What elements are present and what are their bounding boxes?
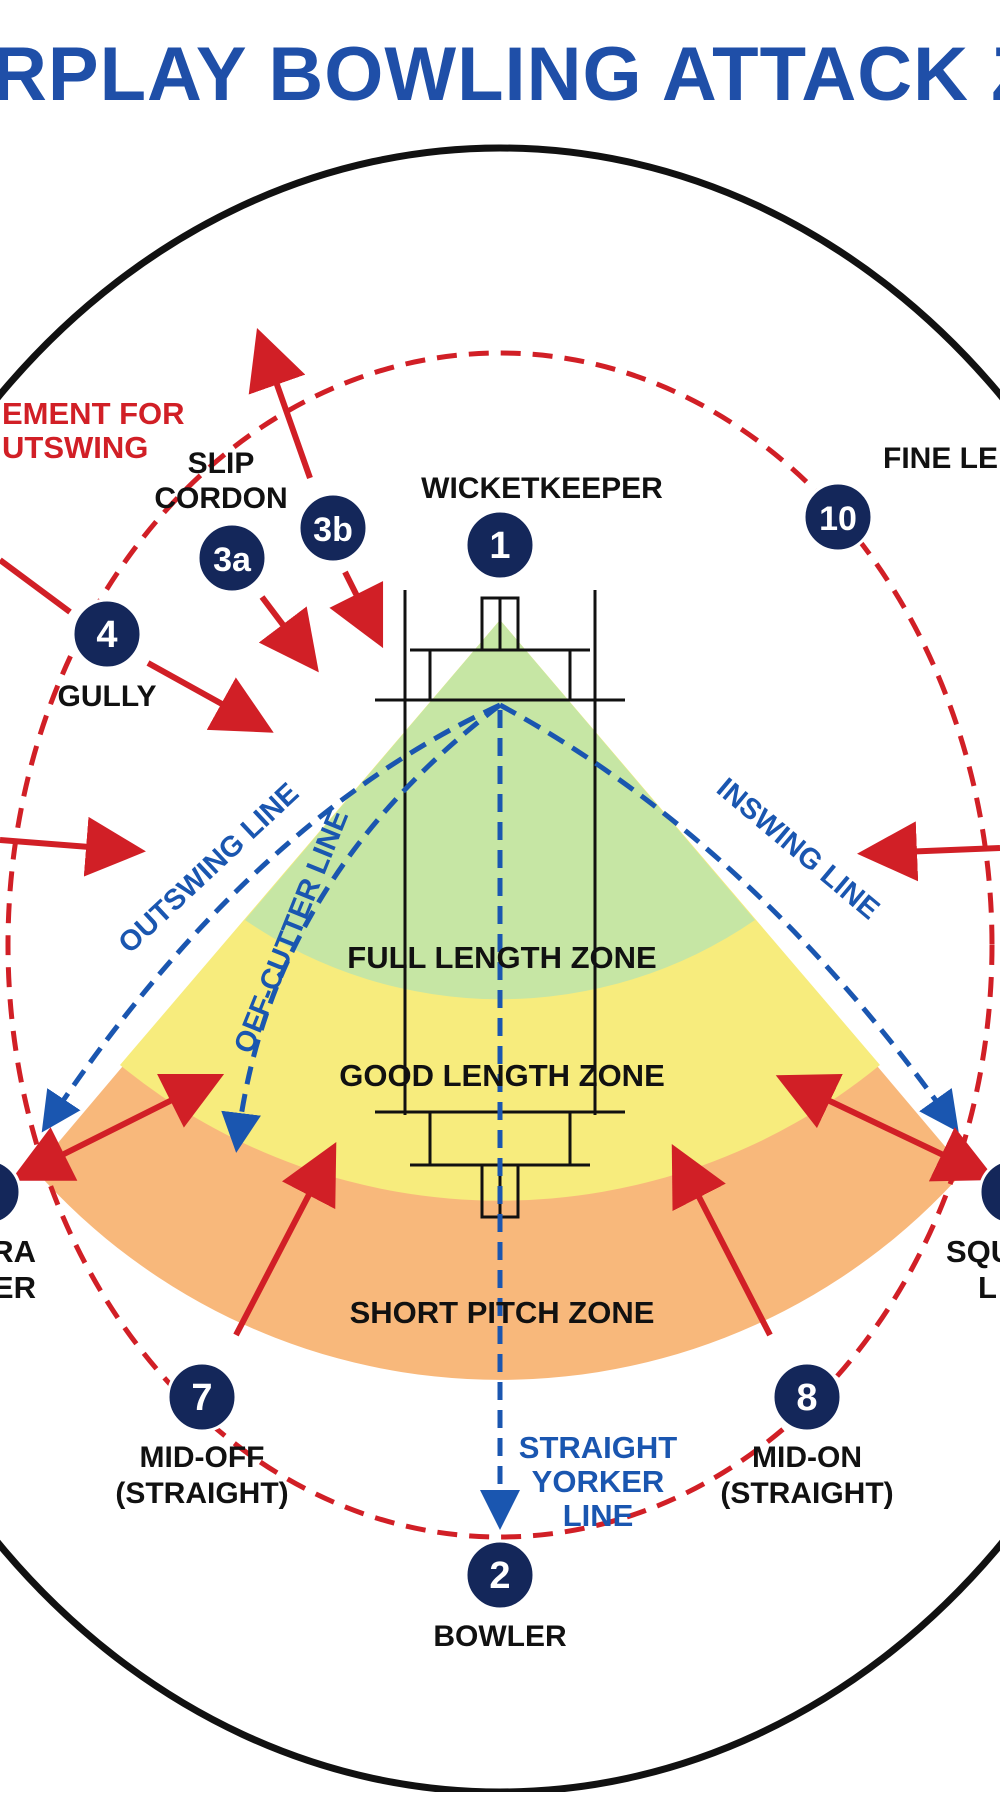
fielder-label-2-line-1: BOWLER: [433, 1620, 567, 1653]
short-pitch-zone-label: SHORT PITCH ZONE: [350, 1295, 655, 1330]
fielder-3b: 3b: [297, 492, 369, 564]
fielder-circle-4: [71, 598, 143, 670]
fielder-circle-3a: [196, 522, 268, 594]
thirty-yard-circle: [5, 350, 995, 1540]
fielder-number-3b: 3b: [313, 511, 353, 549]
movement-note-line-1: EMENT FOR: [2, 396, 185, 431]
fielder-3a: 3a: [196, 522, 268, 594]
bowling-lines: [41, 702, 959, 1530]
movement-note: EMENT FOR UTSWING: [2, 396, 185, 465]
fielder-1: 1 WICKETKEEPER: [421, 472, 663, 581]
fielder-circle-2: [464, 1539, 536, 1611]
straight-yorker-line-label: STRAIGHT YORKER LINE: [519, 1430, 678, 1533]
full-length-zone-label: FULL LENGTH ZONE: [347, 940, 656, 975]
fielder-circle-10: [802, 481, 874, 553]
left-edge-label: RA ER: [0, 1234, 36, 1305]
right-edge-label-line-1: SQU: [946, 1234, 1000, 1269]
fielder-label-8-line-1: MID-ON: [752, 1441, 862, 1474]
page-title: RPLAY BOWLING ATTACK Z: [0, 32, 1000, 117]
slip-label-line-2: CORDON: [154, 482, 287, 515]
fielder-circle-7: [166, 1361, 238, 1433]
fielder-label-10-line-1: FINE LE: [883, 442, 998, 475]
fielder-label-7-line-2: (STRAIGHT): [115, 1477, 288, 1510]
fielder-number-2: 2: [489, 1555, 510, 1597]
fielder-10: 10 FINE LE: [802, 442, 998, 553]
inswing-line: [498, 702, 959, 1133]
fielder-label-7-line-1: MID-OFF: [140, 1441, 265, 1474]
yorker-label-line-1: STRAIGHT: [519, 1430, 678, 1465]
outswing-line: [41, 702, 502, 1133]
right-edge-fielder-circle: [978, 1160, 1000, 1224]
fielder-number-1: 1: [489, 525, 510, 567]
fielder-label-1-line-1: WICKETKEEPER: [421, 472, 663, 505]
slip-label-line-1: SLIP: [188, 447, 255, 480]
fielder-number-7: 7: [191, 1377, 212, 1419]
fielder-label-8-line-2: (STRAIGHT): [720, 1477, 893, 1510]
fielder-number-4: 4: [96, 614, 117, 656]
yorker-label-line-3: LINE: [563, 1498, 634, 1533]
right-edge-label: SQU L: [946, 1234, 1000, 1305]
fielder-label-4-line-1: GULLY: [58, 680, 157, 713]
left-edge-fielder-circle: [0, 1160, 22, 1224]
slip-cordon-label: SLIP CORDON: [154, 447, 287, 515]
fielder-circle-1: [464, 509, 536, 581]
right-edge-label-line-2: L: [978, 1270, 997, 1305]
fielder-number-3a: 3a: [213, 541, 252, 579]
fielder-circle-3b: [297, 492, 369, 564]
fielder-markers: 1WICKETKEEPER2BOWLER3a3b4GULLY7MID-OFF(S…: [58, 442, 998, 1653]
fielder-circle-8: [771, 1361, 843, 1433]
fielder-movement-arrows: [0, 328, 1000, 1337]
left-edge-label-line-2: ER: [0, 1270, 36, 1305]
fielder-number-8: 8: [796, 1377, 817, 1419]
yorker-label-line-2: YORKER: [532, 1464, 665, 1499]
offcutter-line: [221, 703, 502, 1153]
movement-note-line-2: UTSWING: [2, 430, 148, 465]
fielder-number-10: 10: [819, 500, 857, 538]
left-edge-label-line-1: RA: [0, 1234, 36, 1269]
good-length-zone-label: GOOD LENGTH ZONE: [339, 1058, 665, 1093]
